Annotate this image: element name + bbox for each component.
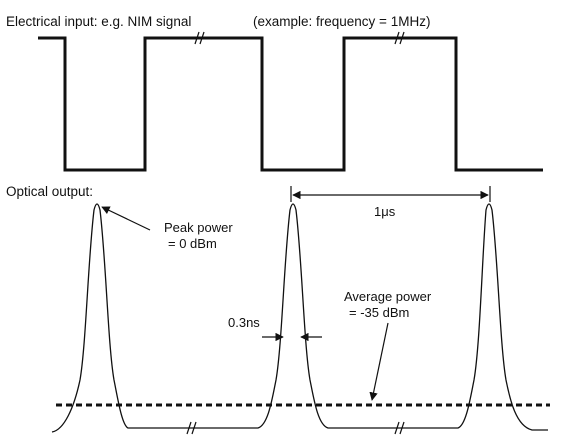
input-title: Electrical input: e.g. NIM signal [6, 14, 191, 29]
average-power-label: Average power [344, 289, 432, 304]
pulse-train-break-marks [186, 421, 405, 435]
peak-power-arrow [101, 206, 151, 231]
optical-pulse-train [51, 203, 548, 433]
input-example: (example: frequency = 1MHz) [253, 14, 430, 29]
average-power-arrow [369, 322, 389, 401]
square-wave-break-marks [194, 31, 405, 45]
peak-power-label: Peak power [164, 220, 233, 235]
period-label: 1μs [374, 204, 396, 219]
square-wave [38, 36, 543, 172]
peak-power-value: = 0 dBm [168, 236, 217, 251]
output-title: Optical output: [6, 184, 93, 199]
average-power-value: = -35 dBm [349, 305, 409, 320]
pulse-width-label: 0.3ns [228, 315, 260, 330]
